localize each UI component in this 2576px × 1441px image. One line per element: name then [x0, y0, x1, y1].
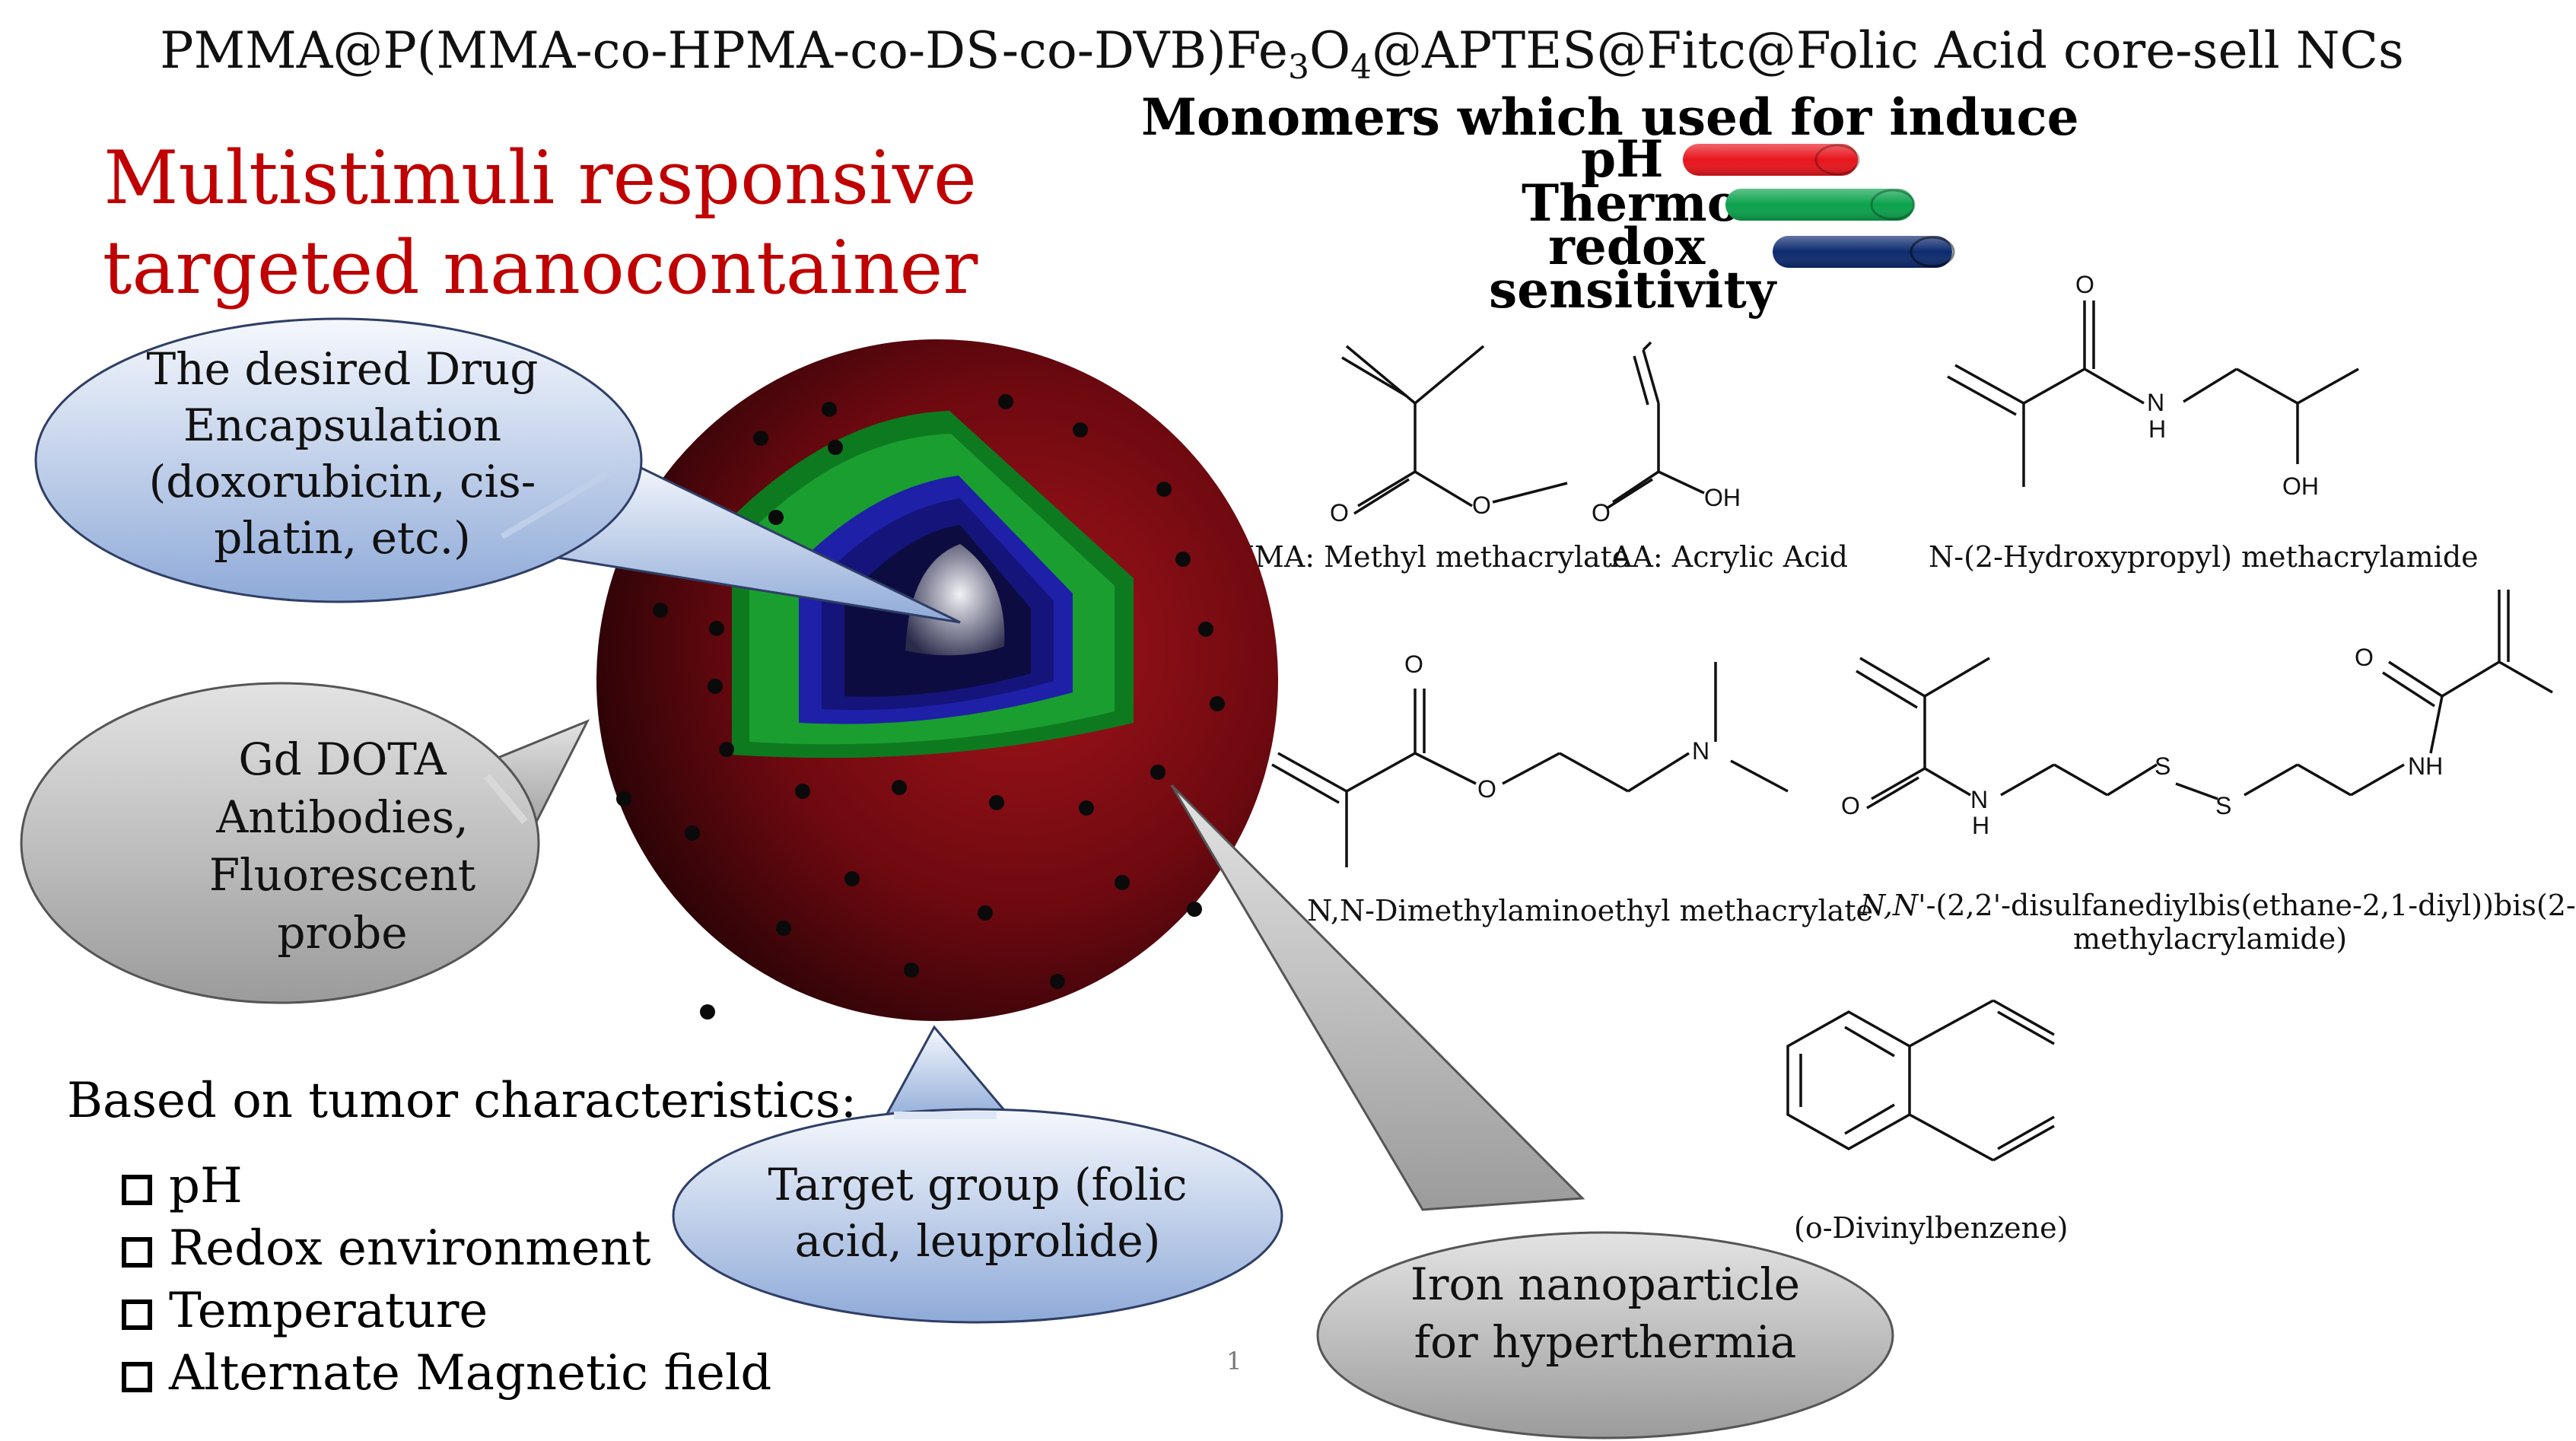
- thermo-pill-icon: [1725, 189, 1916, 221]
- hpma-n-label: N: [2147, 389, 2164, 416]
- disulfide-h-left-label: H: [1972, 812, 1989, 839]
- checkbox-icon: [122, 1237, 152, 1268]
- imaging-callout-text: Gd DOTA Antibodies, Fluorescent probe: [208, 733, 476, 959]
- checkbox-icon: [122, 1362, 152, 1392]
- divinylbenzene-structure: [1786, 999, 2055, 1162]
- disulfide-o-left-label: O: [1841, 792, 1860, 819]
- aa-caption: AA: Acrylic Acid: [1611, 540, 1848, 574]
- hpma-oh-label: OH: [2282, 472, 2319, 500]
- disulfide-nh-right-label: NH: [2408, 752, 2443, 780]
- mma-o-label: O: [1330, 499, 1349, 526]
- imaging-callout-bubble: [20, 682, 590, 1004]
- dmaema-n-label: N: [1692, 737, 1709, 765]
- checkbox-icon: [122, 1175, 152, 1205]
- main-title-line2: targeted nanocontainer: [102, 225, 978, 310]
- stimulus-redox-label: redox: [1548, 217, 1706, 276]
- aa-structure: [1606, 341, 1705, 510]
- page-number: 1: [1226, 1347, 1242, 1376]
- hpma-h-label: H: [2148, 415, 2166, 443]
- formula-title: PMMA@P(MMA-co-HPMA-co-DS-co-DVB)Fe3O4@AP…: [160, 21, 2404, 87]
- ph-pill-icon: [1683, 144, 1860, 176]
- tumor-item-ph: pH: [122, 1158, 243, 1214]
- target-callout-text: Target group (folic acid, leuprolide): [768, 1159, 1188, 1267]
- drug-callout-text: The desired Drug Encapsulation (doxorubi…: [146, 343, 539, 564]
- dmaema-structure: [1271, 662, 1789, 867]
- sensitivity-label: sensitivity: [1489, 260, 1776, 320]
- divinylbenzene-caption: (o-Divinylbenzene): [1794, 1211, 2069, 1245]
- aa-oh-label: OH: [1704, 484, 1741, 511]
- checkbox-icon: [122, 1299, 152, 1330]
- disulfide-o-right-label: O: [2355, 644, 2374, 671]
- disulfide-structure: [1856, 590, 2553, 810]
- target-callout-bubble: [672, 1025, 1283, 1324]
- aa-o-label: O: [1592, 499, 1611, 526]
- disulfide-s1-label: S: [2155, 752, 2171, 780]
- tumor-item-redox: Redox environment: [122, 1220, 651, 1277]
- hpma-o-label: O: [2075, 271, 2094, 298]
- stimulus-ph-label: pH: [1581, 129, 1664, 189]
- hpma-caption: N-(2-Hydroxypropyl) methacrylamide: [1929, 540, 2479, 574]
- tumor-item-magnetic: Alternate Magnetic field: [122, 1345, 771, 1401]
- main-title: Multistimuli responsive targeted nanocon…: [84, 133, 997, 313]
- dmaema-ester-o-label: O: [1477, 775, 1496, 803]
- nanocontainer-sphere: [596, 339, 1278, 1021]
- drug-callout-bubble: [34, 317, 961, 624]
- stimulus-thermo-label: Thermo: [1522, 173, 1741, 233]
- disulfide-n-left-label: N: [1970, 786, 1988, 813]
- disulfide-s2-label: S: [2215, 792, 2231, 819]
- tumor-item-temperature: Temperature: [122, 1283, 488, 1339]
- iron-callout-bubble: [1170, 784, 1894, 1439]
- mma-structure: [1341, 345, 1568, 515]
- mma-ester-o-label: O: [1472, 491, 1491, 519]
- mma-caption: MMA: Methyl methacrylate: [1225, 540, 1630, 574]
- redox-pill-icon: [1773, 236, 1955, 268]
- hpma-structure: [1947, 301, 2359, 487]
- nanocontainer-diagram: [20, 317, 1894, 1439]
- monomers-heading: Monomers which used for induce: [1141, 87, 2079, 147]
- disulfide-caption: N,N'-(2,2'-disulfanediylbis(ethane-2,1-d…: [1860, 889, 2576, 956]
- iron-callout-text: Iron nanoparticle for hyperthermia: [1410, 1258, 1801, 1368]
- dmaema-o-label: O: [1404, 651, 1423, 678]
- main-title-line1: Multistimuli responsive: [103, 135, 977, 221]
- tumor-heading: Based on tumor characteristics:: [67, 1073, 857, 1129]
- dmaema-caption: N,N-Dimethylaminoethyl methacrylate: [1307, 894, 1874, 927]
